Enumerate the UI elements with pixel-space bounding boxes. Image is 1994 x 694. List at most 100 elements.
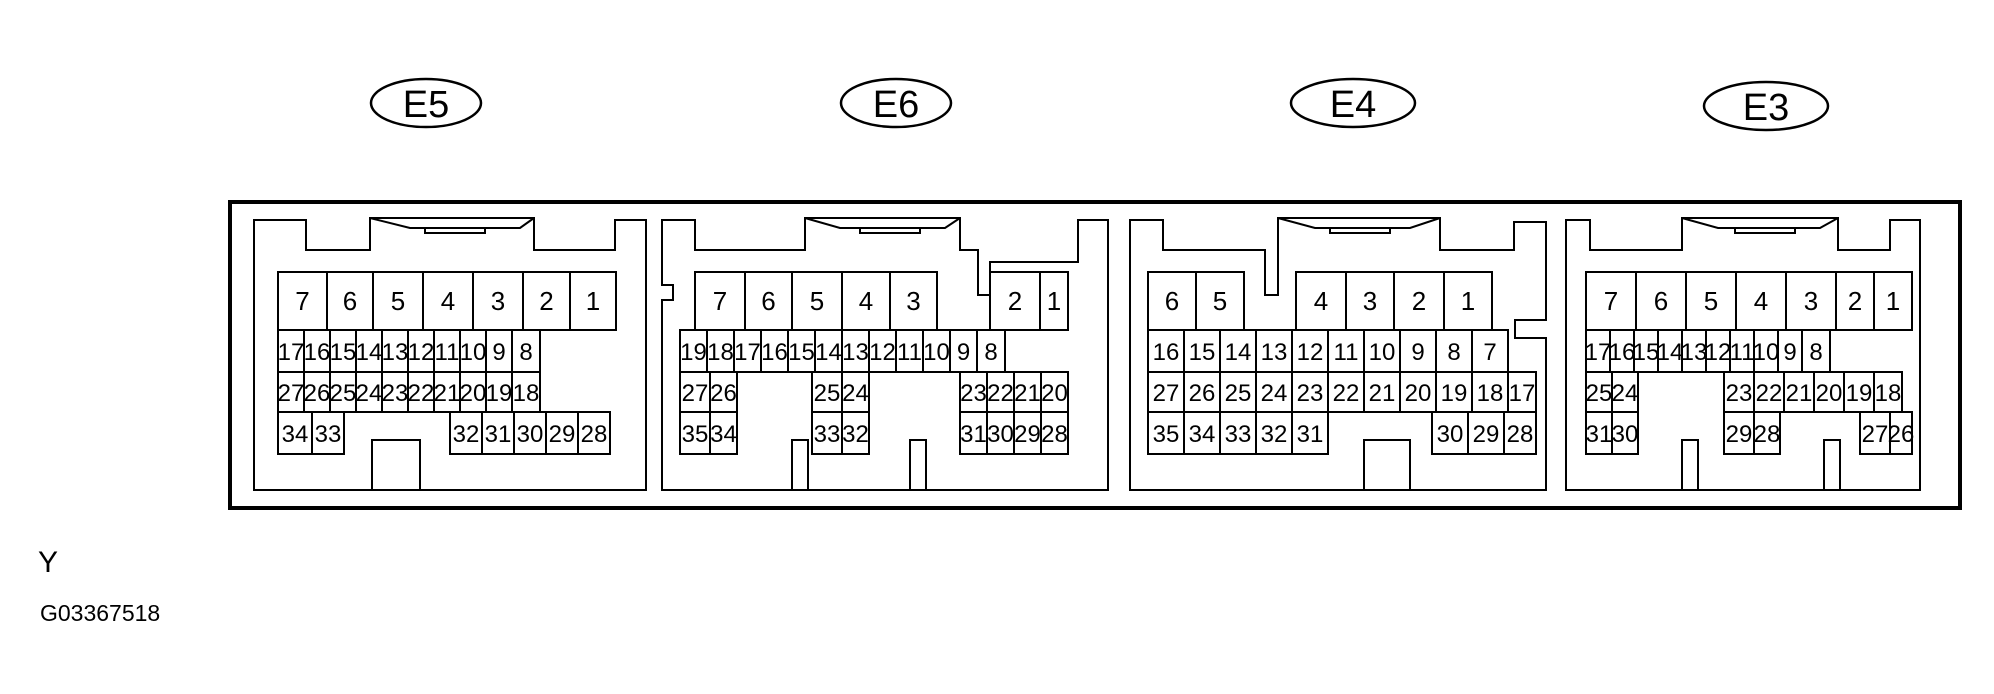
pin-number: 18	[513, 380, 540, 407]
pin-number: 3	[1363, 286, 1377, 316]
pin-number: 30	[1437, 421, 1464, 448]
pin-number: 17	[1509, 380, 1536, 407]
pin-number: 22	[987, 380, 1014, 407]
pin-number: 9	[492, 339, 505, 366]
pin-number: 11	[1730, 339, 1755, 366]
pin-cell	[1183, 371, 1221, 413]
pin-number: 34	[1189, 421, 1216, 448]
pin-number: 26	[1189, 380, 1216, 407]
pin-number: 5	[1704, 286, 1718, 316]
pin-cell	[1195, 271, 1245, 331]
pin-number: 4	[859, 286, 873, 316]
pin-cell	[1785, 271, 1837, 331]
connector-housing-e4	[1129, 217, 1547, 491]
pin-number: 9	[1411, 339, 1424, 366]
pin-number: 3	[1804, 286, 1818, 316]
connector-tag-e5: E5	[369, 77, 483, 129]
pin-number: 18	[1477, 380, 1504, 407]
pin-cell	[841, 411, 870, 455]
pin-cell	[811, 411, 843, 455]
pin-cell	[1585, 411, 1613, 455]
pin-number: 23	[960, 380, 987, 407]
pin-number: 5	[810, 286, 824, 316]
pin-number: 7	[1483, 339, 1496, 366]
pin-number: 13	[1261, 339, 1288, 366]
pin-number: 26	[710, 380, 737, 407]
connector-label-e4: E4	[1330, 84, 1376, 126]
pin-cell	[1783, 371, 1815, 413]
pin-number: 20	[1816, 380, 1843, 407]
pin-number: 21	[1369, 380, 1396, 407]
pin-number: 33	[814, 421, 841, 448]
connector-housing-e6	[661, 217, 1109, 491]
pin-number: 12	[1297, 339, 1324, 366]
pin-cell	[381, 371, 409, 413]
pin-number: 8	[519, 339, 532, 366]
pin-cell	[311, 411, 345, 455]
pin-number: 1	[586, 286, 600, 316]
pin-cell	[733, 329, 762, 373]
pin-number: 15	[330, 339, 357, 366]
pin-cell	[1873, 271, 1913, 331]
pin-number: 18	[707, 339, 734, 366]
pin-cell	[1753, 411, 1781, 455]
pin-cell	[1611, 371, 1639, 413]
pin-cell	[569, 271, 617, 331]
ecu-frame	[228, 200, 1962, 510]
pin-number: 9	[957, 339, 970, 366]
pin-cell	[481, 411, 515, 455]
diagram-marker: Y	[38, 546, 59, 579]
pin-number: 25	[330, 380, 357, 407]
pin-cell	[513, 411, 547, 455]
pin-number: 16	[304, 339, 331, 366]
pin-number: 1	[1461, 286, 1475, 316]
pin-cell	[1609, 329, 1635, 373]
pin-number: 25	[1225, 380, 1252, 407]
pin-number: 30	[517, 421, 544, 448]
pin-cell	[922, 329, 951, 373]
pin-cell	[485, 329, 513, 373]
pin-number: 25	[1586, 380, 1613, 407]
connector-housing-e5	[253, 217, 647, 491]
pin-number: 22	[408, 380, 435, 407]
pin-number: 7	[713, 286, 727, 316]
pin-number: 14	[1657, 339, 1684, 366]
pin-number: 4	[1314, 286, 1328, 316]
connector-housing-e3	[1565, 217, 1921, 491]
pin-cell	[889, 271, 938, 331]
pin-number: 8	[1447, 339, 1460, 366]
pin-number: 7	[295, 286, 309, 316]
pin-number: 8	[984, 339, 997, 366]
pin-number: 16	[1153, 339, 1180, 366]
pin-number: 19	[1441, 380, 1468, 407]
pin-number: 4	[441, 286, 455, 316]
pin-number: 2	[539, 286, 553, 316]
pin-number: 23	[382, 380, 409, 407]
pin-number: 27	[1862, 421, 1889, 448]
pin-cell	[1255, 411, 1293, 455]
pin-cell	[986, 411, 1015, 455]
pin-number: 6	[1165, 286, 1179, 316]
pin-number: 29	[1473, 421, 1500, 448]
pin-number: 1	[1886, 286, 1900, 316]
pin-number: 24	[1612, 380, 1639, 407]
pin-number: 15	[1189, 339, 1216, 366]
connector-tag-e4: E4	[1289, 77, 1417, 129]
pin-cell	[1219, 329, 1257, 373]
pin-cell	[372, 271, 424, 331]
pin-cell	[1399, 371, 1437, 413]
figure-code: G03367518	[40, 600, 161, 626]
pin-number: 14	[815, 339, 842, 366]
pin-number: 20	[460, 380, 487, 407]
connector-tag-e3: E3	[1702, 80, 1830, 132]
pin-number: 32	[1261, 421, 1288, 448]
pin-number: 28	[1754, 421, 1781, 448]
pin-number: 5	[391, 286, 405, 316]
pin-cell	[1873, 371, 1903, 413]
pin-number: 23	[1297, 380, 1324, 407]
pin-cell	[1777, 329, 1803, 373]
pin-cell	[1507, 371, 1537, 413]
pin-number: 5	[1213, 286, 1227, 316]
pin-number: 18	[1875, 380, 1902, 407]
